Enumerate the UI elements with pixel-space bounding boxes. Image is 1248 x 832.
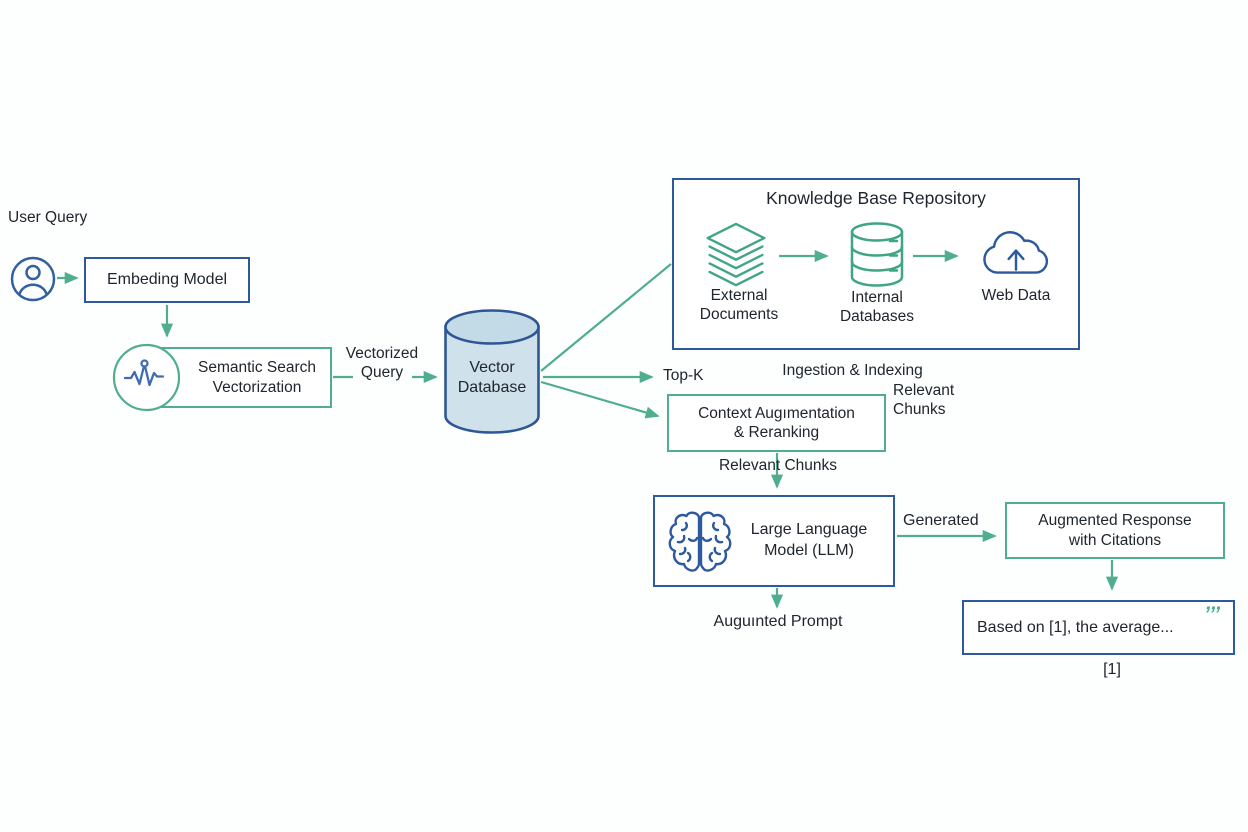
llm-node: Large Language Model (LLM): [653, 495, 895, 587]
internal-databases-icon: [850, 222, 904, 287]
generated-label: Generated: [903, 512, 979, 529]
citation-ref-label: [1]: [1103, 661, 1121, 678]
web-data-cloud-icon: [983, 231, 1049, 274]
augmented-prompt-label: Auguınted Prompt: [713, 613, 843, 630]
ingestion-indexing-label: Ingestion & Indexing: [782, 362, 923, 379]
knowledge-base-title: Knowledge Base Repository: [766, 188, 986, 208]
augmented-response-node: Augmented Response with Citations: [1005, 502, 1225, 559]
external-documents-label: External Documents: [699, 287, 779, 323]
brain-icon: [668, 511, 732, 572]
arrow-db-to-context: [540, 380, 660, 419]
embedding-model-node: Embeding Model: [84, 257, 250, 303]
web-data-label: Web Data: [981, 287, 1051, 304]
knowledge-base-box: Knowledge Base Repository External Docum…: [672, 178, 1080, 350]
vector-database-cylinder: [444, 309, 540, 434]
waveform-icon: [112, 343, 181, 412]
context-reranking-node: Context Augımentation & Reranking: [667, 394, 886, 452]
vector-database-label: Vector Database: [457, 359, 527, 396]
relevant-chunks-side-label: Relevant Chunks: [893, 382, 955, 418]
citation-snippet: Based on [1], the average...: [977, 618, 1174, 636]
quote-icon: ’’’: [1204, 603, 1220, 626]
user-query-label: User Query: [8, 209, 88, 226]
relevant-chunks-label: Relevant Chunks: [718, 457, 838, 474]
line-db-to-knowledge-base: [540, 263, 672, 372]
citation-output-node: Based on [1], the average... ’’’: [962, 600, 1235, 655]
user-icon: [10, 256, 56, 302]
vectorized-query-label: Vectorized Query: [345, 345, 419, 381]
llm-label: Large Language Model (LLM): [750, 521, 868, 559]
semantic-search-label: Semantic Search Vectorization: [197, 359, 317, 396]
top-k-label: Top-K: [663, 367, 704, 384]
external-documents-icon: [706, 222, 766, 287]
internal-databases-label: Internal Databases: [839, 289, 915, 325]
